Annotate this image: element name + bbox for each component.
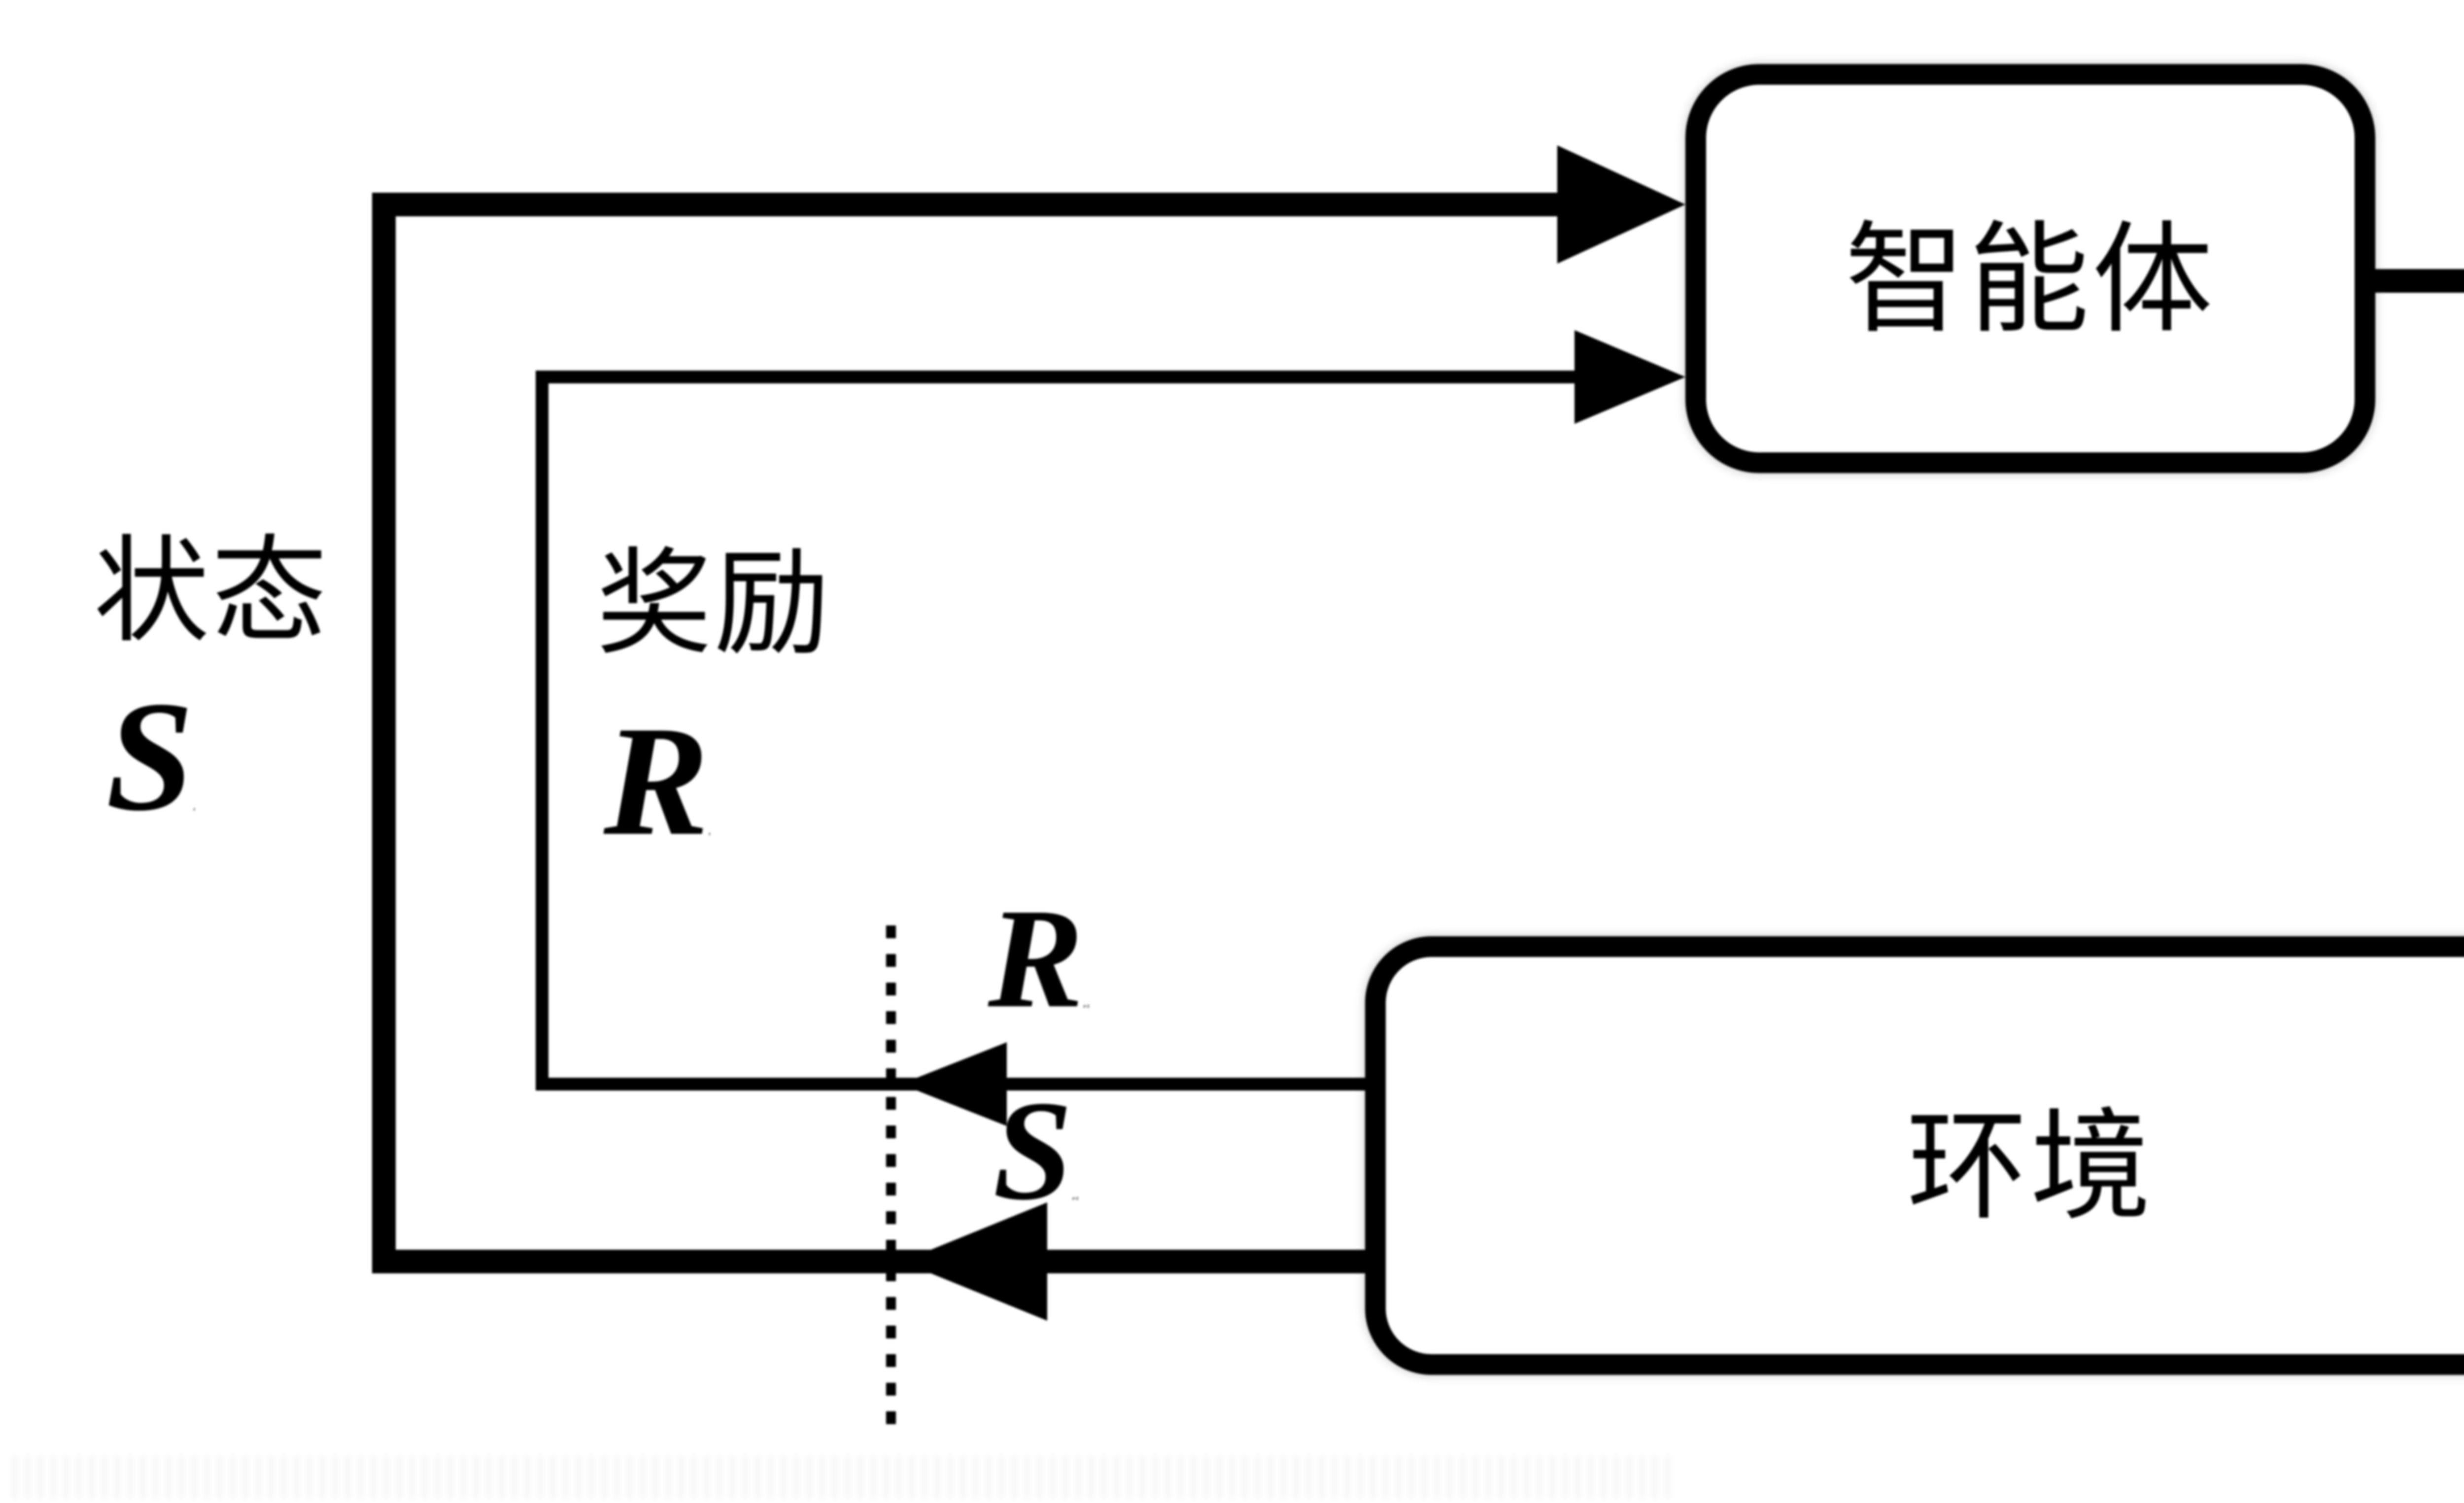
next-reward-symbol: Rt+1	[988, 887, 1090, 1030]
reward-symbol-letter: R	[604, 694, 709, 868]
agent-node-label: 智能体	[1845, 213, 2216, 347]
action-line-top	[2370, 269, 2464, 293]
state-symbol-subscript: t	[193, 807, 195, 812]
reward-label: 奖励	[596, 541, 832, 669]
next-state-letter: S	[993, 1071, 1073, 1230]
state-line-top	[372, 193, 1562, 216]
environment-node-label: 环境	[1907, 1100, 2154, 1234]
reward-to-agent-arrowhead	[1574, 330, 1685, 424]
next-state-symbol: St+1	[993, 1079, 1079, 1222]
reward-line-top	[536, 371, 1580, 383]
reward-symbol: Rt	[604, 702, 710, 860]
next-reward-arrowhead	[901, 1042, 1007, 1126]
state-line-left	[372, 193, 396, 1273]
state-symbol-letter: S	[106, 669, 194, 844]
reward-symbol-subscript: t	[709, 831, 711, 837]
state-to-agent-arrowhead	[1557, 145, 1685, 264]
next-state-subscript: t+1	[1072, 1196, 1079, 1201]
state-label: 状态	[94, 528, 329, 656]
state-symbol: St	[106, 678, 195, 835]
next-reward-subscript: t+1	[1083, 1004, 1090, 1009]
next-state-arrowhead	[902, 1202, 1047, 1321]
reward-line-left	[536, 371, 548, 1091]
agent-node: 智能体	[1685, 64, 2375, 473]
state-line-bottom	[372, 1250, 1377, 1273]
environment-node: 环境	[1365, 936, 2464, 1375]
next-reward-letter: R	[988, 879, 1084, 1037]
cropped-caption-artifact	[12, 1455, 1673, 1499]
time-step-dashed-line	[886, 925, 896, 1424]
